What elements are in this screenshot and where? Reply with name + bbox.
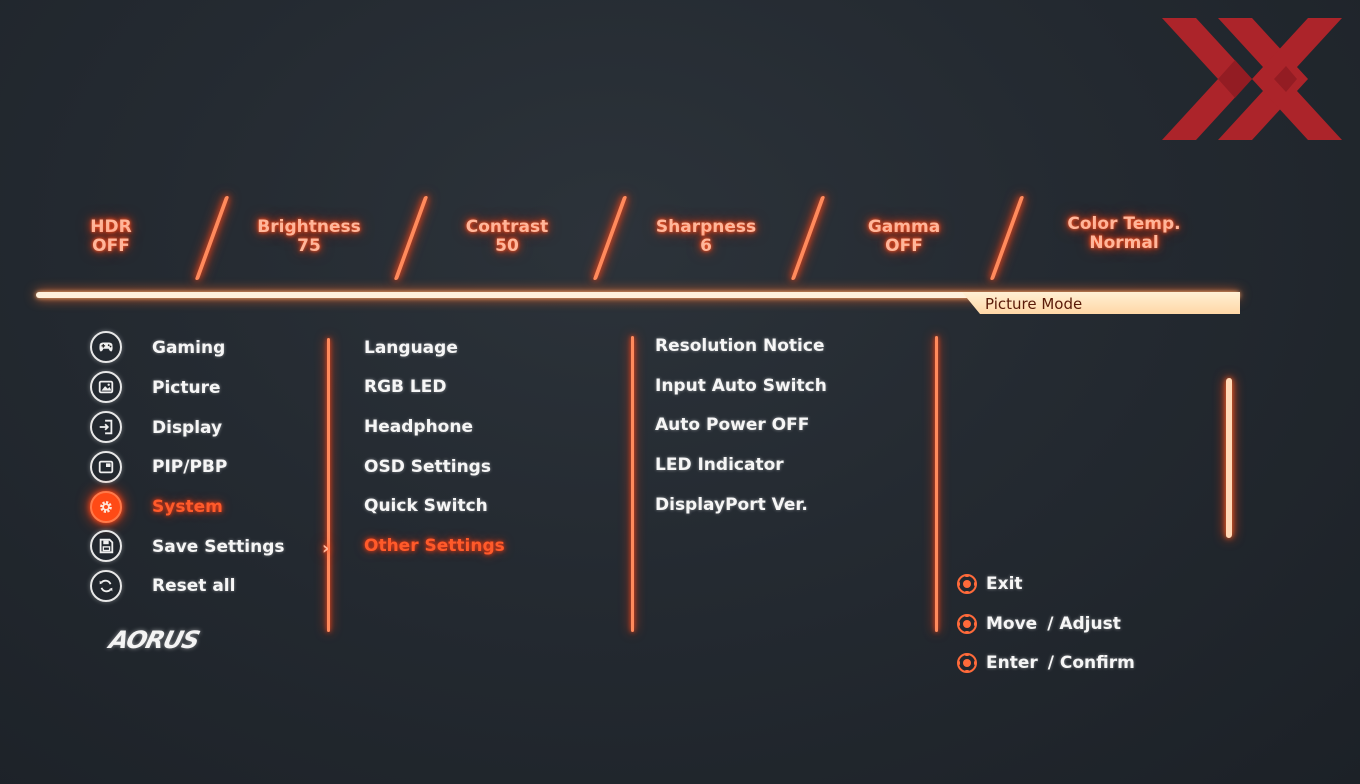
status-brightness-label: Brightness [257,217,361,237]
column-divider [631,336,634,632]
status-divider [989,196,1025,280]
status-color-temp-value: Normal [1089,233,1159,253]
submenu-rgb-led[interactable]: RGB LED [364,377,447,397]
watermark-logo [1162,18,1342,140]
submenu-quick-switch[interactable]: Quick Switch [364,496,488,516]
status-divider [790,196,826,280]
column-divider [935,336,938,632]
joystick-icon [957,614,977,634]
legend-enter-confirm: Enter / Confirm [956,652,1135,674]
option-led-indicator[interactable]: LED Indicator [655,455,784,475]
submenu-headphone[interactable]: Headphone [364,417,473,437]
menu-gaming[interactable]: Gaming [152,338,226,358]
legend-exit-label: Exit [986,574,1023,594]
status-divider [194,196,230,280]
submenu-language[interactable]: Language [364,338,458,358]
menu-save-settings[interactable]: Save Settings [152,537,285,557]
option-auto-power-off[interactable]: Auto Power OFF [655,415,810,435]
status-color-temp-label: Color Temp. [1067,214,1181,234]
status-gamma-value: OFF [885,236,923,256]
status-contrast-value: 50 [495,236,519,256]
legend-confirm-label: / Confirm [1047,653,1135,673]
status-sharpness-value: 6 [700,236,712,256]
option-displayport-ver[interactable]: DisplayPort Ver. [655,495,808,515]
joystick-icon [957,653,977,673]
menu-system[interactable]: System [152,497,223,517]
gear-icon [90,491,122,523]
submenu-osd-settings[interactable]: OSD Settings [364,457,491,477]
status-brightness: Brightness 75 [257,218,360,256]
chevron-right-icon: › [322,538,330,559]
pip-icon [90,451,122,483]
option-input-auto-switch[interactable]: Input Auto Switch [655,376,827,396]
scrollbar[interactable] [1226,377,1232,539]
menu-pip-pbp[interactable]: PIP/PBP [152,457,228,477]
aorus-logo: AORUS [106,626,202,654]
header-bar [36,292,1240,298]
status-divider [592,196,628,280]
legend-adjust-label: / Adjust [1047,614,1121,634]
status-gamma: Gamma OFF [868,218,940,256]
column-divider [327,338,330,632]
status-gamma-label: Gamma [867,217,941,237]
status-hdr: HDR OFF [90,218,131,256]
option-resolution-notice[interactable]: Resolution Notice [655,336,825,356]
status-color-temp: Color Temp. Normal [1067,215,1180,253]
status-hdr-label: HDR [90,217,132,237]
status-hdr-value: OFF [92,236,130,256]
legend-move-label: Move [986,614,1038,634]
reset-icon [90,570,122,602]
legend-move-adjust: Move / Adjust [956,613,1121,635]
joystick-icon [957,574,977,594]
picture-mode-tab-label: Picture Mode [985,295,1083,313]
input-icon [90,411,122,443]
status-sharpness-label: Sharpness [655,217,757,237]
status-divider [393,196,429,280]
picture-mode-tab[interactable] [962,292,1240,314]
status-brightness-value: 75 [297,236,321,256]
save-icon [90,530,122,562]
status-contrast: Contrast 50 [466,218,549,256]
menu-display[interactable]: Display [152,418,223,438]
picture-icon [90,371,122,403]
legend-exit: Exit [956,573,1023,595]
gamepad-icon [90,331,122,363]
menu-picture[interactable]: Picture [152,378,221,398]
status-sharpness: Sharpness 6 [656,218,756,256]
legend-enter-label: Enter [986,653,1038,673]
menu-reset-all[interactable]: Reset all [152,576,236,596]
submenu-other-settings[interactable]: Other Settings [364,536,505,556]
status-contrast-label: Contrast [465,217,549,237]
